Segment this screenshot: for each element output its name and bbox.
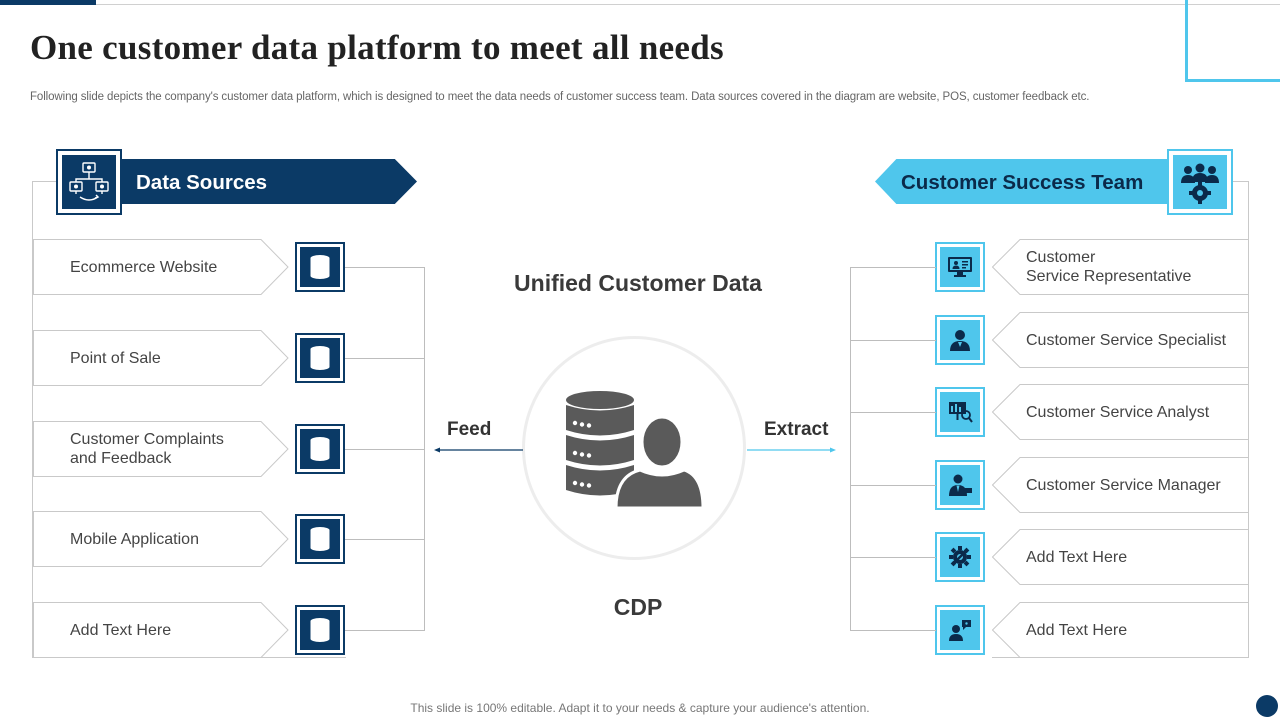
source-label: Point of Sale	[70, 350, 161, 367]
success-team-heading: Customer Success Team	[901, 171, 1144, 194]
source-box-ecommerce: Ecommerce Website	[33, 239, 289, 295]
source-icon-frame	[295, 242, 345, 292]
slide-subtitle: Following slide depicts the company's cu…	[30, 91, 1090, 103]
chevron-box-shape	[992, 312, 1249, 368]
chevron-box-shape	[992, 239, 1249, 295]
feed-label: Feed	[447, 419, 492, 440]
source-box-add-text: Add Text Here	[33, 602, 289, 658]
connector-line	[345, 539, 424, 540]
team-icon-frame	[935, 387, 985, 437]
chevron-box-shape	[33, 330, 289, 386]
corner-frame-decoration	[1185, 0, 1280, 82]
team-box-specialist: Customer Service Specialist	[992, 312, 1249, 368]
connector-spine	[850, 267, 851, 631]
database-icon	[309, 617, 331, 643]
source-icon-frame	[295, 333, 345, 383]
source-box-pos: Point of Sale	[33, 330, 289, 386]
connector-line	[345, 267, 424, 268]
chevron-box-shape	[992, 602, 1249, 658]
success-team-badge	[1167, 149, 1233, 215]
cdp-label: CDP	[613, 594, 663, 620]
chevron-box-shape	[33, 421, 289, 477]
database-icon	[309, 254, 331, 280]
connector-line	[850, 630, 936, 631]
slide-title: One customer data platform to meet all n…	[30, 28, 724, 67]
connector-line	[345, 630, 424, 631]
connector-line	[850, 267, 936, 268]
connector-line	[850, 412, 936, 413]
person-icon	[950, 330, 970, 351]
data-sources-badge	[56, 149, 122, 215]
connector-line	[850, 340, 936, 341]
source-label: Add Text Here	[70, 622, 172, 639]
source-icon-frame	[295, 605, 345, 655]
chevron-box-shape	[33, 602, 289, 658]
team-icon-frame	[935, 315, 985, 365]
success-team-banner	[875, 159, 1180, 204]
data-sources-heading: Data Sources	[136, 171, 268, 194]
extract-label: Extract	[764, 419, 829, 440]
team-gear-icon	[1181, 163, 1219, 204]
businessman-icon	[949, 474, 972, 496]
connector-spine	[424, 267, 425, 631]
source-icon-frame	[295, 424, 345, 474]
person-chat-icon	[949, 620, 971, 641]
team-label: Customer Service Analyst	[1026, 404, 1210, 421]
source-label: Ecommerce Website	[70, 259, 218, 276]
connector-line	[850, 557, 936, 558]
chevron-box-shape	[992, 457, 1249, 513]
panel-frame-line	[1233, 181, 1249, 182]
chevron-box-shape	[992, 529, 1249, 585]
team-label: Customer Service Manager	[1026, 477, 1221, 494]
source-label: Mobile Application	[70, 531, 199, 548]
database-user-icon	[566, 391, 705, 508]
team-icon-frame	[935, 532, 985, 582]
source-box-mobile: Mobile Application	[33, 511, 289, 567]
presentation-search-icon	[949, 402, 973, 423]
connector-line	[345, 358, 424, 359]
monitor-person-icon	[948, 257, 972, 277]
database-icon	[309, 345, 331, 371]
chevron-box-shape	[33, 511, 289, 567]
top-accent-bar	[0, 0, 96, 5]
source-box-complaints: Customer Complaints and Feedback	[33, 421, 289, 477]
team-icon-frame	[935, 460, 985, 510]
network-computers-icon	[69, 162, 109, 201]
team-icon-frame	[935, 605, 985, 655]
corner-dot	[1256, 695, 1278, 717]
center-title: Unified Customer Data	[514, 270, 762, 296]
chevron-box-shape	[992, 384, 1249, 440]
extract-arrow	[747, 447, 836, 453]
top-rule	[0, 4, 1280, 5]
chevron-box-shape	[33, 239, 289, 295]
gear-wrench-icon	[949, 546, 971, 568]
source-icon-frame	[295, 514, 345, 564]
team-box-manager: Customer Service Manager	[992, 457, 1249, 513]
team-label: Customer Service Representative	[1026, 249, 1192, 285]
slide-footer: This slide is 100% editable. Adapt it to…	[410, 701, 870, 715]
team-box-add-text-2: Add Text Here	[992, 602, 1249, 658]
feed-arrow	[434, 447, 523, 453]
team-label: Add Text Here	[1026, 622, 1128, 639]
database-icon	[309, 526, 331, 552]
team-label: Customer Service Specialist	[1026, 332, 1227, 349]
team-box-representative: Customer Service Representative	[992, 239, 1249, 295]
team-box-add-text-1: Add Text Here	[992, 529, 1249, 585]
data-sources-banner	[100, 159, 417, 204]
panel-frame-line	[32, 181, 56, 182]
team-icon-frame	[935, 242, 985, 292]
connector-line	[850, 485, 936, 486]
connector-line	[345, 449, 424, 450]
team-label: Add Text Here	[1026, 549, 1128, 566]
team-box-analyst: Customer Service Analyst	[992, 384, 1249, 440]
database-icon	[309, 436, 331, 462]
source-label: Customer Complaints and Feedback	[70, 431, 224, 467]
